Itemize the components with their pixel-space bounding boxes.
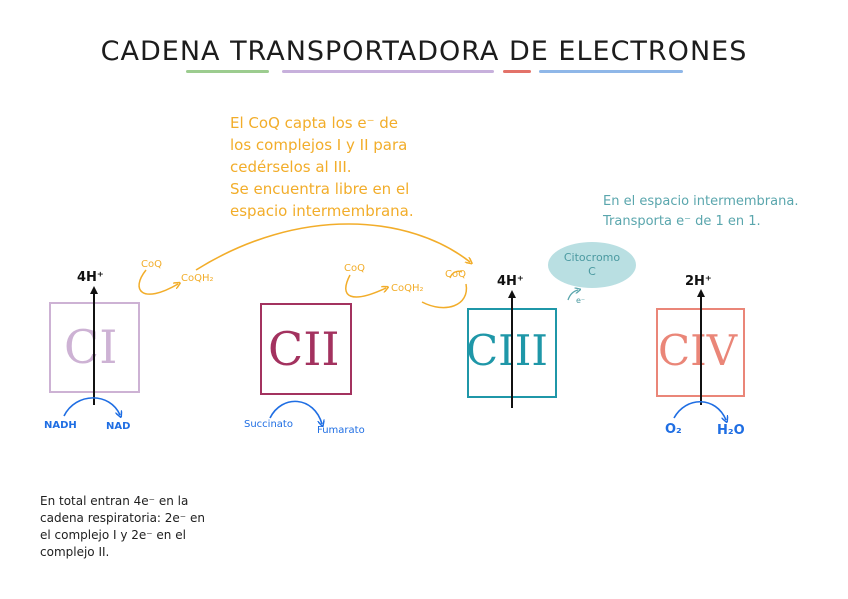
complex-iii-protons: 4H⁺ [497,274,524,289]
coq-label-1: CoQ [141,259,162,270]
total-note-line: complejo II. [40,545,110,559]
electron-label: e⁻ [576,296,586,305]
citocromo-c-label: C [588,265,596,278]
o2-h2o-arrow [673,400,726,420]
coq-note-line: El CoQ capta los e⁻ de [230,114,399,132]
electron-arrow [567,290,578,301]
nad-label: NAD [106,421,131,432]
coq-label-2: CoQ [344,263,365,274]
total-note-line: En total entran 4e⁻ en la [40,494,189,508]
complex-ii-box [260,303,352,395]
total-note-line: cadena respiratoria: 2e⁻ en [40,511,205,525]
coq-note: El CoQ capta los e⁻ de los complejos I y… [230,112,414,222]
coq-note-line: espacio intermembrana. [230,202,414,220]
complex-iv-label: CIV [658,326,738,375]
coq-transfer-arc [195,223,470,271]
coqh2-label-2: CoQH₂ [391,283,424,294]
fumarato-label: Fumarato [317,425,365,436]
nadh-label: NADH [44,420,77,431]
title-underline-2 [282,70,494,73]
coqh2-label-1: CoQH₂ [181,273,214,284]
succinato-fumarato-arrow [269,400,322,424]
total-note: En total entran 4e⁻ en la cadena respira… [40,493,205,561]
citocromo-label: Citocromo [563,251,621,264]
page-title: CADENA TRANSPORTADORA DE ELECTRONES [100,36,748,67]
coq-label-3: CoQ [445,269,466,280]
coq-note-line: cedérselos al III. [230,158,352,176]
complex-i-coq-arrow [138,269,178,295]
complex-ii-label: CII [268,322,340,376]
citocromo-note-line: En el espacio intermembrana. [603,194,799,209]
complex-iii-label: CIII [466,326,548,375]
citocromo-note: En el espacio intermembrana. Transporta … [603,192,798,232]
h2o-label: H₂O [717,423,745,438]
nadh-nad-arrow [63,397,120,416]
title-underline-4 [539,70,683,73]
title-underline-1 [186,70,269,73]
complex-i-protons: 4H⁺ [77,270,104,285]
complex-iii-coq-arrow [421,283,468,309]
complex-iii-coq-return [449,270,463,279]
complex-i-label: CI [64,320,118,374]
o2-label: O₂ [665,422,682,437]
coq-note-line: Se encuentra libre en el [230,180,410,198]
complex-iv-protons: 2H⁺ [685,274,712,289]
coq-note-line: los complejos I y II para [230,136,408,154]
citocromo-note-line: Transporta e⁻ de 1 en 1. [603,214,761,229]
complex-ii-coq-arrow [345,274,386,298]
title-underline-3 [503,70,531,73]
succinato-label: Succinato [244,419,293,430]
citocromo-c-bubble: Citocromo C [548,242,636,288]
total-note-line: el complejo I y 2e⁻ en el [40,528,186,542]
